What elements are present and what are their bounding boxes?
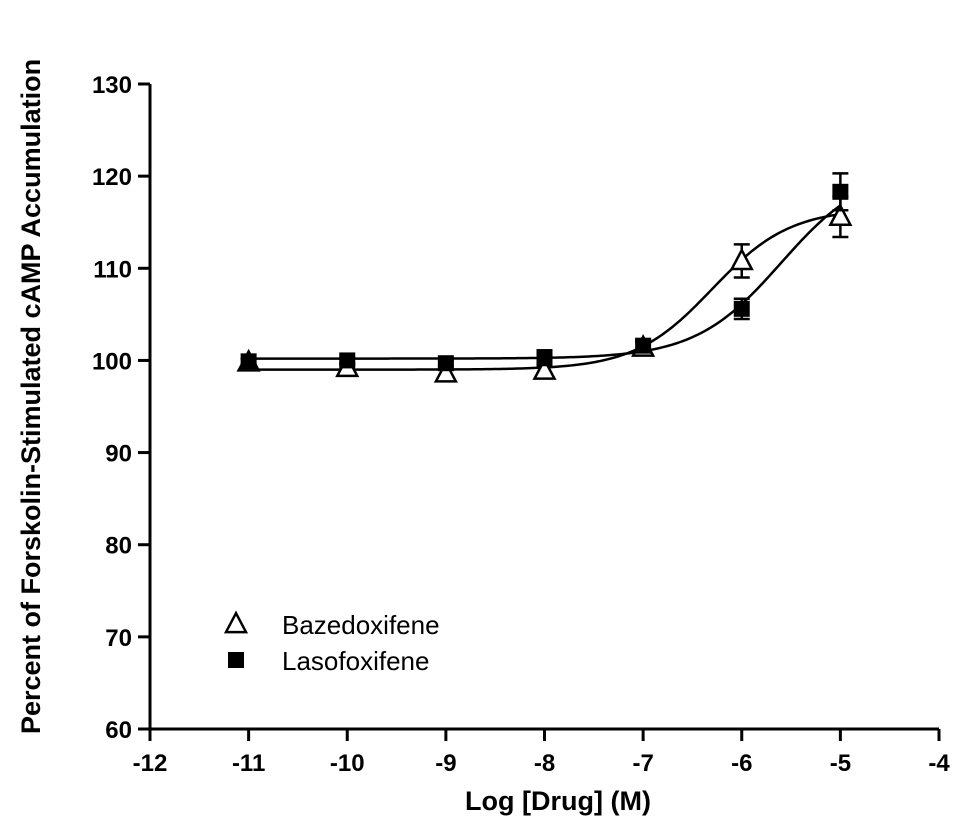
data-point: [536, 349, 553, 366]
x-tick-label: -10: [330, 750, 365, 777]
y-tick-label: 110: [93, 256, 132, 283]
legend-label: Bazedoxifene: [282, 610, 440, 640]
y-axis-label: Percent of Forskolin-Stimulated cAMP Acc…: [16, 59, 46, 734]
axes: -12 -11 -10 -9 -8 -7 -6 -5 -4 60 70 80 90 100 110 120 13…: [92, 72, 950, 777]
x-tick-label: -5: [830, 750, 851, 777]
data-point: [729, 247, 754, 271]
x-tick-label: -6: [731, 750, 752, 777]
y-tick-label: 90: [105, 441, 132, 468]
legend-item-lasofoxifene: Lasofoxifene: [228, 646, 429, 676]
x-axis-label: Log [Drug] (M): [465, 786, 651, 816]
data-point: [532, 357, 557, 380]
y-tick-label: 70: [105, 625, 132, 652]
x-tick-label: -12: [133, 750, 168, 777]
x-tick-label: -8: [534, 750, 555, 777]
y-tick-label: 100: [92, 348, 132, 375]
x-tick-label: -7: [632, 750, 653, 777]
data-point: [832, 183, 849, 200]
data-point: [828, 203, 853, 227]
y-tick-label: 60: [105, 717, 132, 744]
x-tick-label: -4: [928, 750, 950, 777]
fit-curves: [248, 204, 842, 371]
legend-label: Lasofoxifene: [282, 646, 429, 676]
fit-curve-bazedoxifene: [248, 212, 841, 371]
legend-item-bazedoxifene: Bazedoxifene: [223, 610, 440, 640]
y-tick-label: 130: [92, 72, 132, 99]
legend-marker: [223, 610, 249, 634]
data-point: [240, 353, 257, 370]
fit-curve-lasofoxifene: [248, 204, 842, 360]
data-points: [236, 172, 853, 383]
y-tick-label: 80: [105, 533, 132, 560]
data-point: [635, 337, 652, 354]
x-tick-label: -11: [232, 750, 265, 777]
y-tick-label: 120: [92, 164, 132, 191]
x-tick-label: -9: [435, 750, 456, 777]
data-point: [733, 300, 750, 317]
series-lasofoxifene: [240, 172, 849, 372]
data-point: [437, 355, 454, 372]
data-point: [339, 352, 356, 369]
legend-marker: [228, 652, 244, 668]
data-point: [433, 359, 458, 383]
